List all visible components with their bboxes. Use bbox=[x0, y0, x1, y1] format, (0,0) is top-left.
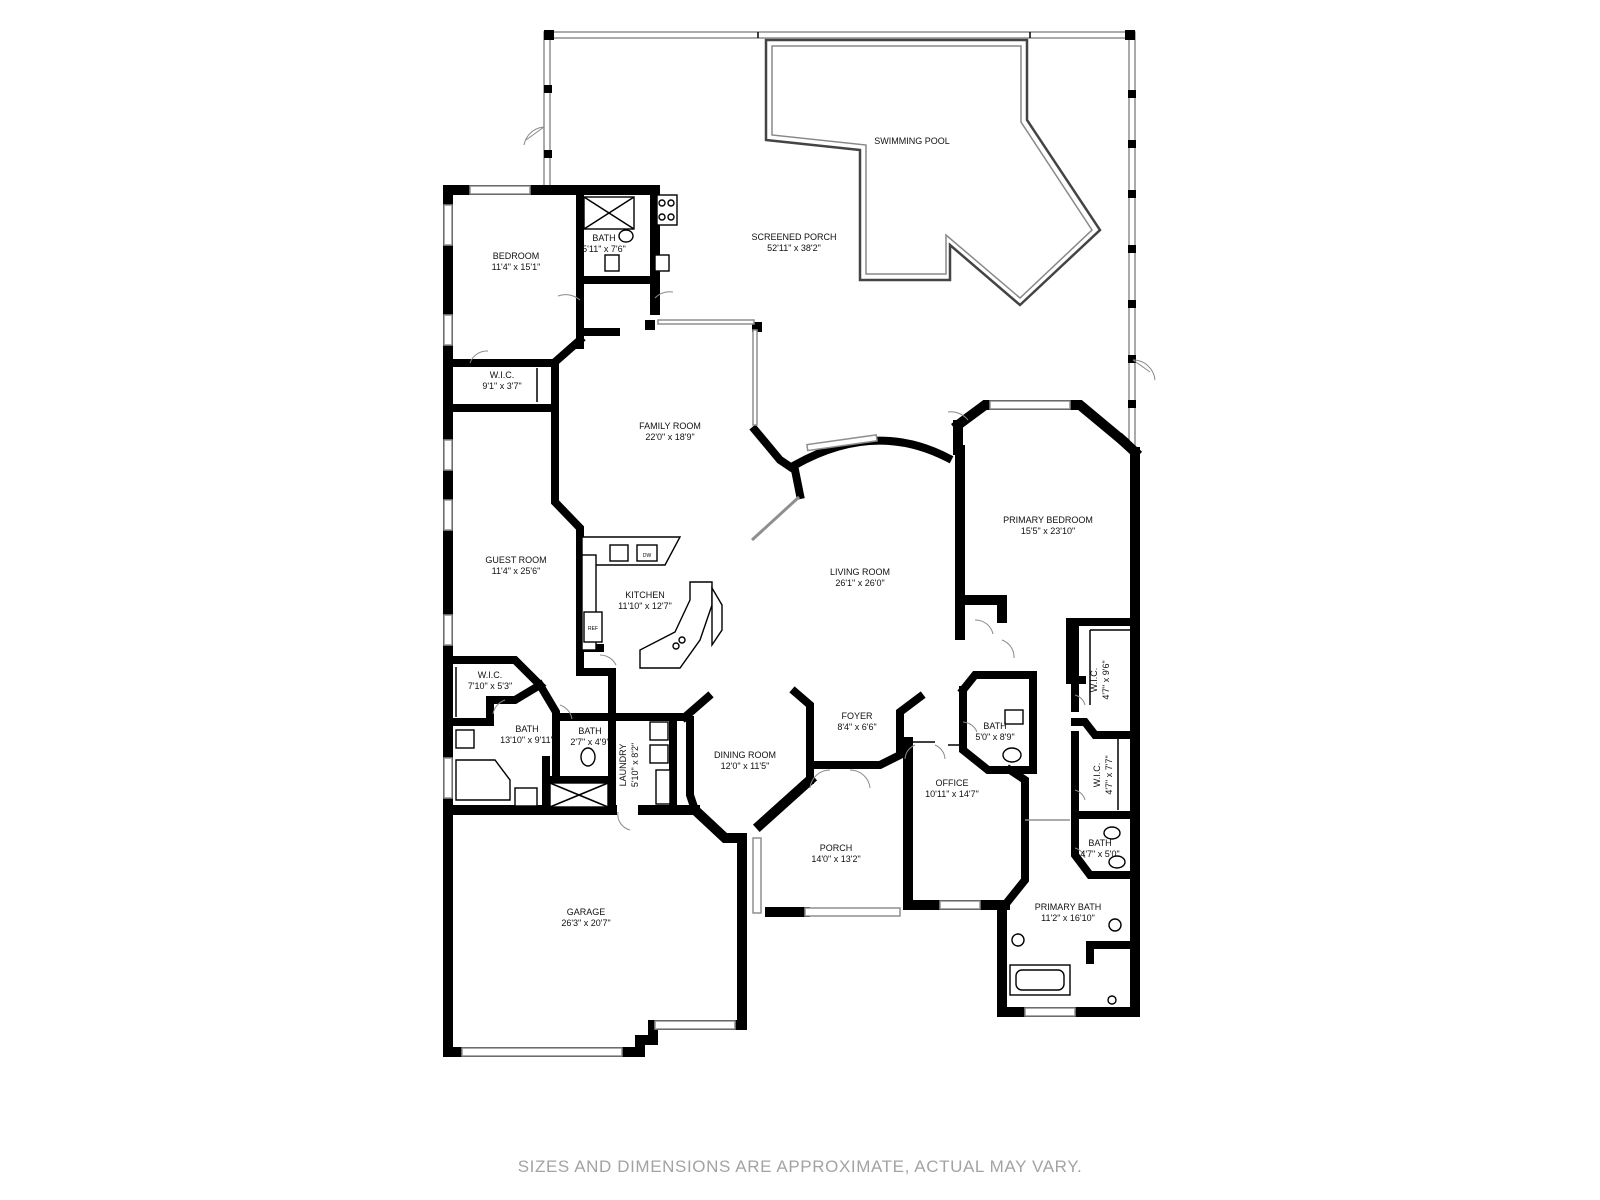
office-dim: 10'11" x 14'7" bbox=[925, 789, 979, 799]
wic-guest-label: W.I.C. bbox=[478, 670, 503, 680]
wic-primary-b-dim: 4'7" x 7'7" bbox=[1104, 755, 1114, 794]
dryer-icon bbox=[649, 744, 669, 764]
screened-porch-enclosure bbox=[523, 30, 1156, 453]
family-room-label: FAMILY ROOM bbox=[639, 421, 701, 431]
dining-room-dim: 12'0" x 11'5" bbox=[721, 761, 770, 771]
swimming-pool-outline bbox=[764, 38, 1102, 307]
wic-primary-a-label: W.I.C. bbox=[1089, 668, 1099, 693]
wic-guest-dim: 7'10" x 5'3" bbox=[468, 681, 512, 691]
screened-porch-dim: 52'11" x 38'2" bbox=[767, 243, 821, 253]
toilet-icon bbox=[1108, 855, 1126, 869]
wic-bedroom-dim: 9'1" x 3'7" bbox=[482, 381, 521, 391]
wic-primary-b-label: W.I.C. bbox=[1092, 763, 1102, 788]
kitchen-counter bbox=[581, 536, 682, 566]
sink-icon bbox=[1108, 918, 1122, 932]
bath-guest-label: BATH bbox=[515, 724, 538, 734]
dining-room-label: DINING ROOM bbox=[714, 750, 776, 760]
kitchen-sink-icon bbox=[609, 544, 629, 562]
foyer-label: FOYER bbox=[841, 711, 873, 721]
living-room-dim: 26'1" x 26'0" bbox=[835, 578, 884, 588]
bath-primary-small-dim: 4'7" x 5'0" bbox=[1080, 849, 1119, 859]
sink-icon bbox=[1004, 709, 1024, 725]
bath-center-label: BATH bbox=[983, 721, 1006, 731]
fixtures: DW REF bbox=[455, 194, 1130, 1005]
bathtub-icon bbox=[455, 759, 511, 801]
primary-bedroom-label: PRIMARY BEDROOM bbox=[1003, 515, 1093, 525]
kitchen-dim: 11'10" x 12'7" bbox=[618, 601, 672, 611]
disclaimer-text: SIZES AND DIMENSIONS ARE APPROXIMATE, AC… bbox=[517, 1157, 1083, 1176]
refrigerator-label: REF bbox=[588, 626, 598, 632]
family-room-dim: 22'0" x 18'9" bbox=[645, 432, 694, 442]
bath-primary-small-label: BATH bbox=[1088, 838, 1111, 848]
laundry-label: LAUNDRY bbox=[618, 744, 628, 787]
living-room-label: LIVING ROOM bbox=[830, 567, 890, 577]
foyer-dim: 8'4" x 6'6" bbox=[837, 722, 876, 732]
toilet-icon bbox=[580, 747, 596, 767]
bath-small-dim: 2'7" x 4'9" bbox=[570, 737, 609, 747]
toilet-icon bbox=[1002, 747, 1022, 763]
room-labels: SWIMMING POOL SCREENED PORCH 52'11" x 38… bbox=[468, 136, 1120, 928]
dishwasher-label: DW bbox=[643, 553, 652, 559]
porch-dim: 14'0" x 13'2" bbox=[811, 854, 860, 864]
bedroom-label: BEDROOM bbox=[493, 251, 540, 261]
cooktop-icon bbox=[656, 194, 678, 226]
dishwasher-icon bbox=[636, 544, 658, 562]
door-swings bbox=[469, 291, 1086, 859]
bath-center-dim: 5'0" x 8'9" bbox=[975, 732, 1014, 742]
washer-icon bbox=[649, 721, 669, 741]
swimming-pool-label: SWIMMING POOL bbox=[874, 136, 950, 146]
interior-walls bbox=[444, 186, 1139, 964]
bath-upper-label: BATH bbox=[592, 233, 615, 243]
primary-bath-dim: 11'2" x 16'10" bbox=[1041, 913, 1095, 923]
sink-icon bbox=[1103, 826, 1121, 840]
sink-icon bbox=[604, 254, 620, 272]
bath-small-label: BATH bbox=[578, 726, 601, 736]
primary-bedroom-dim: 15'5" x 23'10" bbox=[1021, 526, 1075, 536]
office-label: OFFICE bbox=[936, 778, 969, 788]
screened-porch-label: SCREENED PORCH bbox=[751, 232, 836, 242]
primary-bath-label: PRIMARY BATH bbox=[1035, 902, 1102, 912]
garage-dim: 26'3" x 20'7" bbox=[561, 918, 610, 928]
windows bbox=[443, 185, 1076, 1057]
toilet-icon bbox=[618, 229, 634, 243]
exterior-walls bbox=[443, 185, 1143, 1057]
garage-label: GARAGE bbox=[567, 907, 606, 917]
bath-upper-dim: 5'11" x 7'6" bbox=[582, 244, 626, 254]
guest-room-label: GUEST ROOM bbox=[485, 555, 546, 565]
bath-guest-dim: 13'10" x 9'11" bbox=[500, 735, 554, 745]
wic-primary-a-dim: 4'7" x 9'6" bbox=[1101, 660, 1111, 699]
wic-bedroom-label: W.I.C. bbox=[490, 370, 515, 380]
kitchen-label: KITCHEN bbox=[625, 590, 665, 600]
bedroom-dim: 11'4" x 15'1" bbox=[492, 262, 541, 272]
sink-icon bbox=[1011, 933, 1025, 947]
guest-room-dim: 11'4" x 25'6" bbox=[492, 566, 541, 576]
sink-icon bbox=[455, 729, 475, 749]
refrigerator-icon bbox=[583, 611, 603, 643]
laundry-dim: 5'10" x 8'2" bbox=[630, 743, 640, 787]
porch-label: PORCH bbox=[820, 843, 853, 853]
